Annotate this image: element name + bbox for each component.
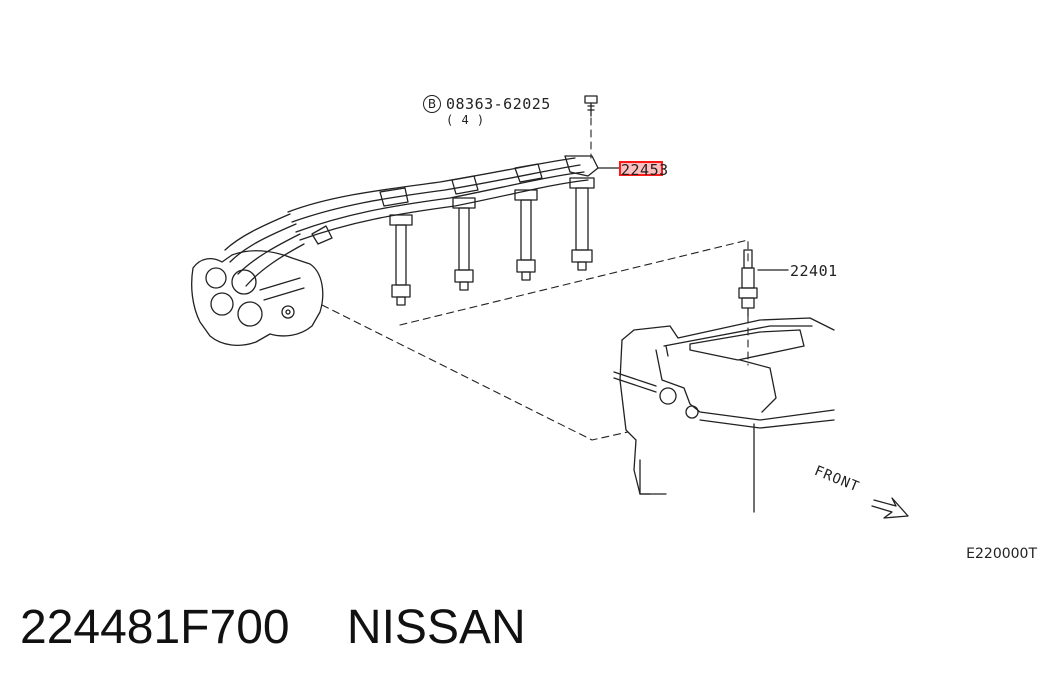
bolt-marker: B — [423, 95, 441, 113]
wire-set-part-number[interactable]: 22453 — [621, 161, 669, 179]
front-arrow-icon — [871, 497, 909, 519]
ignition-wire-harness — [224, 155, 599, 287]
diagram-code: E220000T — [966, 546, 1037, 562]
engine-cylinder-head — [613, 317, 835, 513]
spark-plug-part-number[interactable]: 22401 — [790, 262, 838, 280]
distributor — [191, 250, 324, 347]
bolt-icon — [584, 95, 598, 117]
highlight-box — [619, 161, 663, 176]
parts-diagram: B 08363-62025 ( 4 ) 22453 22401 FRONT — [191, 95, 909, 519]
spark-plug-boots — [389, 177, 595, 306]
brand-name: NISSAN — [346, 601, 526, 654]
bolt-part-number[interactable]: 08363-62025 — [446, 95, 551, 113]
footer: 224481F700 NISSAN — [20, 600, 526, 656]
spark-plug — [738, 249, 758, 317]
bolt-quantity: ( 4 ) — [446, 113, 485, 127]
part-number: 224481F700 — [20, 601, 290, 654]
diagram-artwork — [191, 95, 909, 519]
dashed-leaders — [321, 117, 749, 441]
